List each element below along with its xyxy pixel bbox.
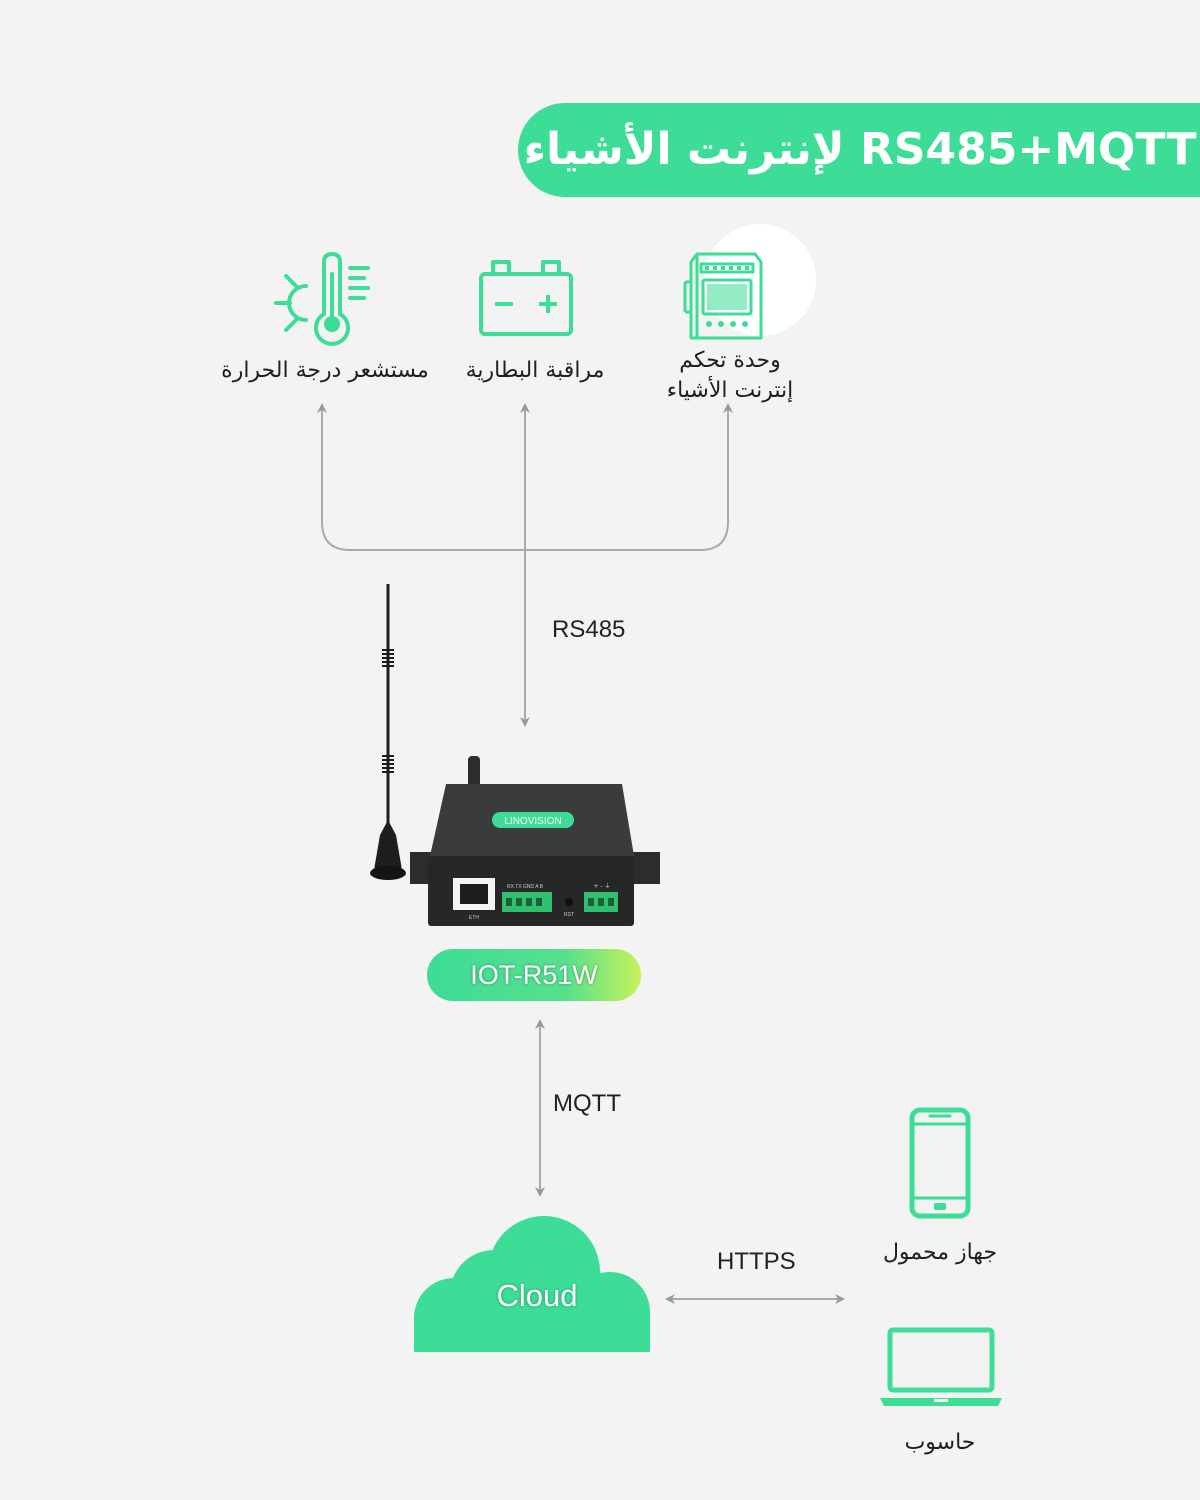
gateway-model-badge: IOT-R51W	[427, 949, 641, 1001]
page-title: RS485+MQTT لإنترنت الأشياء	[523, 124, 1197, 175]
title-banner	[518, 103, 1200, 197]
bus-to-iot-controller	[525, 403, 733, 551]
rs485-pins-label: RX TX GND A B	[507, 884, 544, 890]
smartphone-icon	[909, 1107, 971, 1219]
battery-monitor-label: مراقبة البطارية	[465, 358, 605, 383]
iot-controller-label-line2: إنترنت الأشياء	[666, 378, 794, 403]
computer-label: حاسوب	[904, 1430, 976, 1455]
reset-label: RST	[564, 912, 574, 918]
temperature-sensor-label: مستشعر درجة الحرارة	[221, 358, 429, 383]
antenna-icon	[370, 584, 406, 880]
cloud-icon	[414, 1216, 650, 1352]
bus-to-temperature-sensor	[317, 403, 525, 551]
mqtt-label: MQTT	[553, 1090, 621, 1117]
mobile-device-label: جهاز محمول	[882, 1240, 998, 1265]
gateway-device: LINOVISION ETH RX TX GND A B RST + - ⏚	[410, 756, 660, 926]
eth-port-label: ETH	[469, 915, 479, 921]
battery-icon	[479, 260, 573, 336]
gateway-brand-label: LINOVISION	[504, 816, 561, 827]
cloud-label: Cloud	[496, 1278, 578, 1313]
din-meter-icon	[683, 252, 763, 340]
iot-controller-label-line1: وحدة تحكم	[679, 348, 781, 373]
rs485-label: RS485	[552, 616, 626, 643]
laptop-icon	[880, 1327, 1002, 1406]
power-port-label: + - ⏚	[593, 883, 610, 890]
thermometer-icon	[274, 252, 370, 346]
https-label: HTTPS	[717, 1248, 796, 1275]
